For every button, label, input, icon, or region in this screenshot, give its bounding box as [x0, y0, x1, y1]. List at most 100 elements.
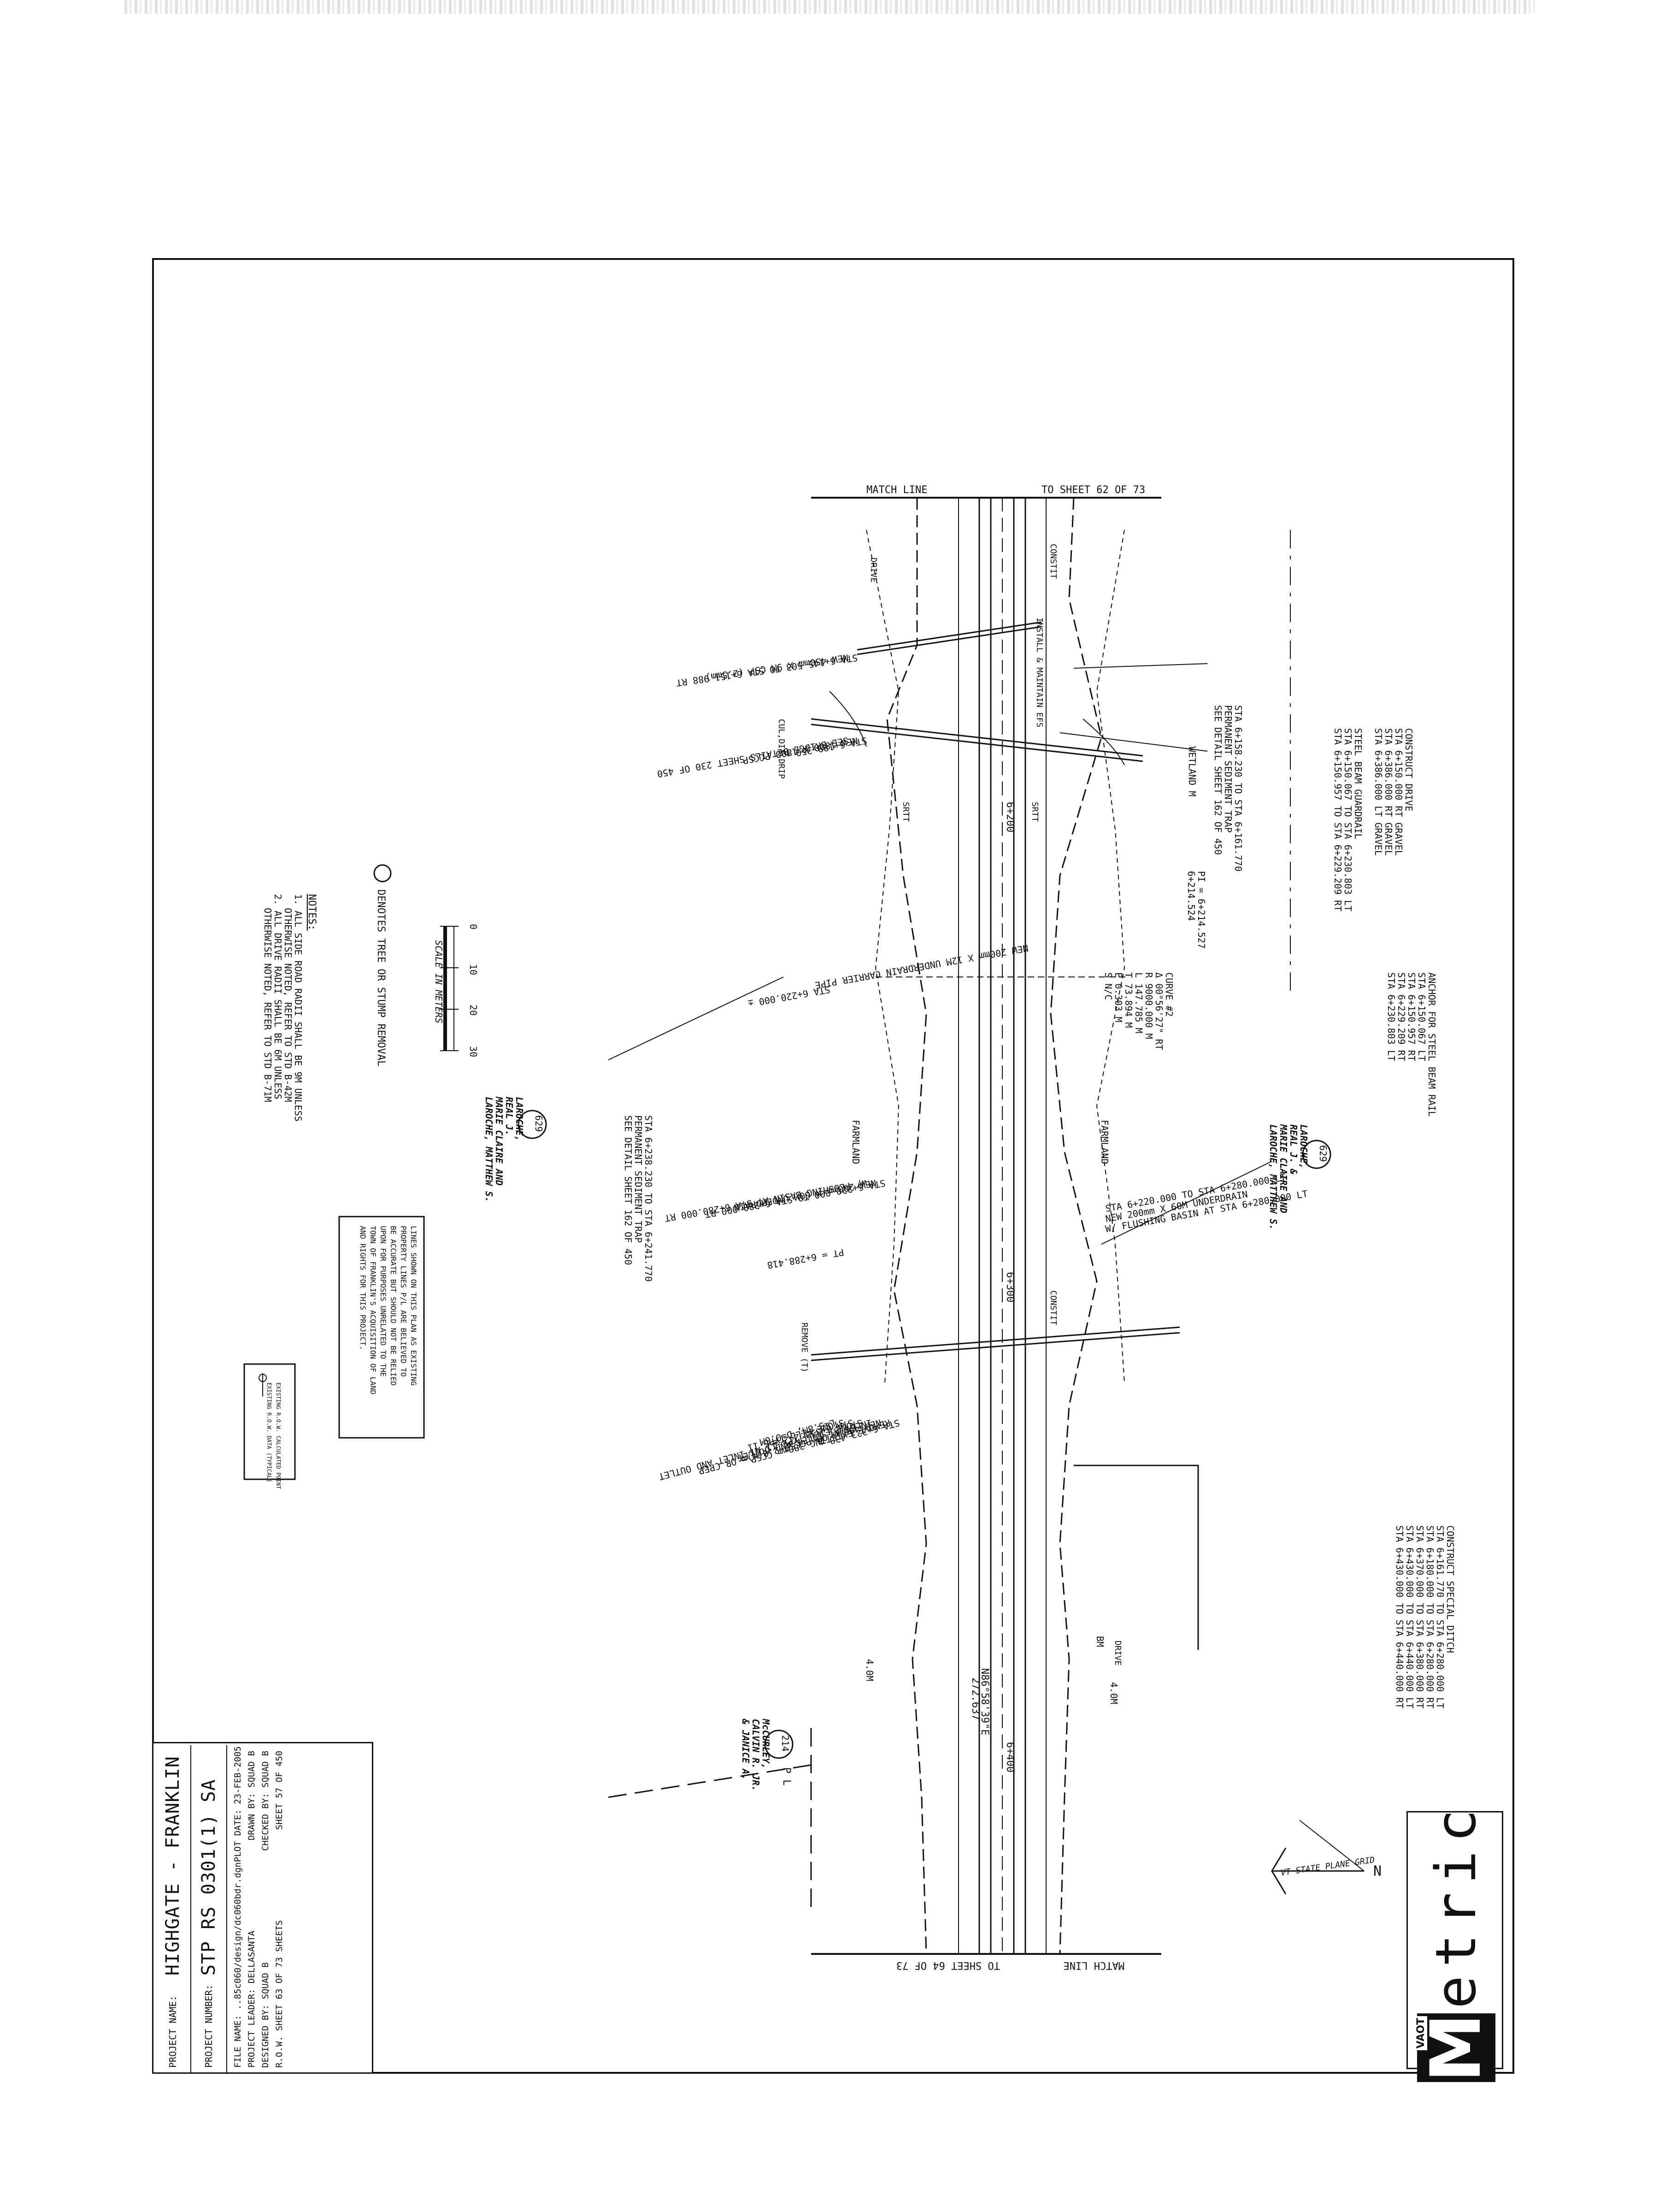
construct-drive-note: CONSTRUCT DRIVE STA 6+150.000 RT GRAVEL … [1373, 728, 1414, 856]
svg-text:S N/C: S N/C [1103, 972, 1114, 1000]
svg-text:SEE BRIDGE DETAILS SHEET 230 O: SEE BRIDGE DETAILS SHEET 230 OF 450 [656, 735, 849, 780]
svg-text:PI = 6+214.527: PI = 6+214.527 [1196, 871, 1207, 949]
checked-by: CHECKED BY: SQUAD B [260, 1751, 271, 1851]
svg-text:SEE DETAIL SHEET 162 OF 450: SEE DETAIL SHEET 162 OF 450 [623, 1115, 634, 1265]
property-note-text: LINES SHOWN ON THIS PLAN AS EXISTING PRO… [359, 1226, 418, 1394]
sediment-trap-2: STA 6+238.230 TO STA 6+241.770 PERMANENT… [623, 1115, 654, 1282]
svg-text:UPON FOR PURPOSES UNRELATED TO: UPON FOR PURPOSES UNRELATED TO THE [379, 1226, 388, 1377]
owner-214: 214 McCURLEY, CALVIN R. JR. & JANICE A. [740, 1718, 791, 1791]
callout-leaders [608, 663, 1272, 1245]
culvert-top-callout: STA 6+145.503 TO STA 6+151.988 RT NEW 45… [676, 652, 859, 688]
svg-text:STA 6+430.000 TO STA 6+440.000: STA 6+430.000 TO STA 6+440.000 RT [1394, 1525, 1405, 1708]
tree-legend-text: DENOTES TREE OR STUMP REMOVAL [375, 889, 387, 1066]
underdrain-rt-callout: STA 6+220.000 TO STA 6+280.000 RT NEW 20… [664, 1177, 886, 1271]
to-sheet-top: TO SHEET 62 OF 73 [1041, 484, 1145, 496]
svg-text:NOTES:: NOTES: [306, 894, 318, 930]
svg-text:LAROCHE, MATTHEW S.: LAROCHE, MATTHEW S. [1268, 1124, 1279, 1230]
svg-text:1. ALL SIDE ROAD RADII SHALL B: 1. ALL SIDE ROAD RADII SHALL BE 9M UNLES… [293, 894, 304, 1122]
pl-label: P L [781, 1767, 792, 1786]
svg-text:STA 6+386.000 LT GRAVEL: STA 6+386.000 LT GRAVEL [1373, 728, 1384, 856]
logo-mark: M VAOT [1415, 2013, 1496, 2083]
svg-text:0: 0 [468, 924, 479, 930]
farmland-right: FARMLAND [850, 1120, 861, 1164]
scale-bar [440, 926, 459, 1051]
row-sheet-number: R.O.W. SHEET 63 OF 73 SHEETS [274, 1920, 284, 2068]
culverts [811, 621, 1180, 1361]
bearing-label: N86°58'39"E [979, 1668, 990, 1735]
svg-text:SCALE IN METERS: SCALE IN METERS [433, 940, 444, 1024]
svg-text:629: 629 [533, 1115, 544, 1132]
wetland-hatching [829, 691, 1125, 765]
svg-text:STA 6+150.957 TO STA 6+229.209: STA 6+150.957 TO STA 6+229.209 RT [1332, 728, 1343, 911]
title-block-content: PROJECT NAME: HIGHGATE - FRANKLIN PROJEC… [155, 1745, 373, 2073]
tree-symbol [373, 864, 392, 882]
svg-text:EXISTING R.O.W. CALCULATED POI: EXISTING R.O.W. CALCULATED POINT [275, 1382, 282, 1489]
svg-text:LAROCHE, MATTHEW S.: LAROCHE, MATTHEW S. [483, 1097, 494, 1202]
svg-text:STA 6+229.209 RT: STA 6+229.209 RT [1396, 972, 1407, 1061]
drive-label-1: DRIVE [869, 558, 878, 582]
svg-text:ANCHOR FOR STEEL BEAM RAIL: ANCHOR FOR STEEL BEAM RAIL [1426, 972, 1437, 1117]
drive-label-2: DRIVE [1113, 1641, 1123, 1665]
drawn-by: DRAWN BY: SQUAD B [247, 1751, 257, 1841]
project-name: HIGHGATE - FRANKLIN [162, 1756, 183, 1976]
station-6200: 6+200 [1004, 802, 1016, 832]
row-legend-box [243, 1363, 296, 1480]
roadway [866, 497, 1125, 1954]
to-sheet-bottom: TO SHEET 64 OF 73 [896, 1959, 1000, 1971]
svg-text:PT = 6+288.418: PT = 6+288.418 [766, 1247, 845, 1271]
svg-text:AND RIGHTS FOR THIS PROJECT.: AND RIGHTS FOR THIS PROJECT. [359, 1226, 367, 1350]
svg-text:W/ FLUSHING BASIN AT STA 6+280: W/ FLUSHING BASIN AT STA 6+280.000 RT [664, 1177, 868, 1224]
svg-text:CONSTRUCT DRIVE: CONSTRUCT DRIVE [1403, 728, 1414, 812]
match-line-bottom: MATCH LINE [1064, 1959, 1124, 1971]
culvert-mid-callout: STA 6+323.438 ± REMOVE EXISTING 380mm CC… [658, 1417, 901, 1483]
svg-text:PERMANENT SEDIMENT TRAP: PERMANENT SEDIMENT TRAP [1223, 705, 1234, 833]
steel-beam-note: STEEL BEAM GUARDRAIL STA 6+150.067 TO ST… [1332, 728, 1364, 911]
station-6300: 6+300 [1004, 1272, 1016, 1302]
svg-text:TOWN OF FRANKLIN'S ACQUISITION: TOWN OF FRANKLIN'S ACQUISITION OF LAND [369, 1226, 377, 1394]
svg-text:LAROCHE,: LAROCHE, [514, 1097, 525, 1141]
svg-text:2. ALL DRIVE RADII SHALL BE 6M: 2. ALL DRIVE RADII SHALL BE 6M UNLESS [272, 894, 283, 1100]
svg-text:STA 6+150.067 TO STA 6+230.803: STA 6+150.067 TO STA 6+230.803 LT [1342, 728, 1353, 911]
svg-text:PERMANENT SEDIMENT TRAP: PERMANENT SEDIMENT TRAP [633, 1115, 644, 1243]
file-name: FILE NAME: ..85c060/design/dc060bdr.dgn [233, 1862, 243, 2068]
dist-4m-left: 4.0M [864, 1659, 875, 1681]
logo-small-text: VAOT [1415, 2016, 1427, 2051]
svg-text:STA 6+150.957 RT: STA 6+150.957 RT [1406, 972, 1417, 1061]
project-name-row: PROJECT NAME: HIGHGATE - FRANKLIN [155, 1745, 191, 2073]
plot-date: PLOT DATE: 23-FEB-2005 [233, 1746, 243, 1862]
drip-label: CUL,DIT DRIP [777, 719, 786, 779]
sheet-number: SHEET 57 OF 450 [274, 1751, 284, 1830]
rotated-labels: MATCH LINE TO SHEET 62 OF 73 MATCH LINE … [262, 484, 1456, 1971]
north-arrow-label: N [1373, 1863, 1382, 1879]
svg-text:OTHERWISE NOTED, REFER TO STD: OTHERWISE NOTED, REFER TO STD B-71M [262, 908, 273, 1102]
svg-text:R 9000.000 M: R 9000.000 M [1143, 972, 1154, 1039]
svg-text:STA 6+238.230 TO STA 6+241.770: STA 6+238.230 TO STA 6+241.770 [643, 1115, 654, 1282]
row-legend-text: EXISTING R.O.W. CALCULATED POINT EXISTIN… [266, 1382, 282, 1489]
svg-text:Δ 00°56'27" RT: Δ 00°56'27" RT [1153, 972, 1165, 1050]
svg-text:STA 6+430.000 TO STA 6+440.000: STA 6+430.000 TO STA 6+440.000 LT [1404, 1525, 1415, 1708]
svg-text:STEEL BEAM GUARDRAIL: STEEL BEAM GUARDRAIL [1353, 728, 1364, 839]
sediment-trap-1: STA 6+158.230 TO STA 6+161.770 PERMANENT… [1187, 705, 1244, 871]
logo-content: M VAOT etric [1410, 1801, 1502, 2083]
underdrain-carrier-callout: NEW 200mm X 12M UNDERDRAIN CARRIER PIPE … [747, 942, 1029, 1009]
bridge-callout: STA 6+189.350 ± NEW 1800 X 1800 PCCSP SE… [656, 735, 868, 780]
row-lines [608, 530, 1291, 1912]
notes-block: NOTES: 1. ALL SIDE ROAD RADII SHALL BE 9… [262, 894, 318, 1122]
svg-text:T 73.894 M: T 73.894 M [1123, 972, 1134, 1028]
farmland-left: FARMLAND [1099, 1120, 1110, 1164]
svg-text:6+214.524: 6+214.524 [1186, 871, 1197, 921]
scale-labels: 0 10 20 30 SCALE IN METERS [433, 924, 479, 1057]
svg-text:STA 6+150.067 LT: STA 6+150.067 LT [1416, 972, 1427, 1061]
match-line-top: MATCH LINE [866, 484, 927, 496]
title-block: PROJECT NAME: HIGHGATE - FRANKLIN PROJEC… [152, 1742, 373, 2074]
owner-629-right: 629 LAROCHE, REAL J. & MARIE CLAIRE AND … [1268, 1124, 1329, 1230]
project-leader: PROJECT LEADER: DELLASANTA [247, 1930, 257, 2068]
svg-text:214: 214 [780, 1735, 791, 1752]
svg-text:OTHERWISE NOTED, REFER TO STD: OTHERWISE NOTED, REFER TO STD B-42M [282, 908, 294, 1102]
constit-label-1: CONSTIT [1048, 544, 1058, 579]
svg-text:LINES SHOWN ON THIS PLAN AS EX: LINES SHOWN ON THIS PLAN AS EXISTING [409, 1226, 418, 1386]
svg-text:REAL J. &: REAL J. & [1288, 1124, 1299, 1174]
svg-text:STA 6+161.770 TO STA 6+280.000: STA 6+161.770 TO STA 6+280.000 LT [1435, 1525, 1446, 1708]
